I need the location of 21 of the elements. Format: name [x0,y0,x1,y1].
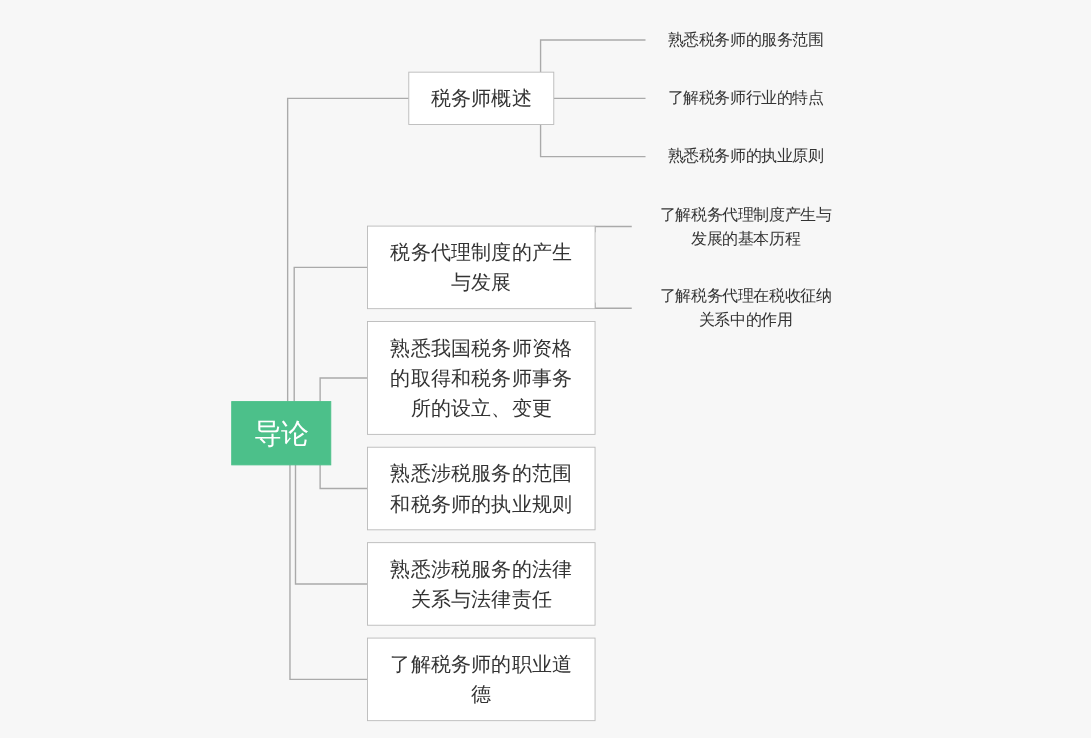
connector [319,464,369,490]
connector [293,266,369,403]
node-box: 熟悉我国税务师资格的取得和税务师事务所的设立、变更 [367,321,596,435]
node-box: 导论 [231,401,332,466]
node-box: 熟悉涉税服务的范围和税务师的执业规则 [367,446,596,531]
node-box: 了解税务师的职业道德 [367,637,596,722]
connector [539,123,647,158]
connector [289,464,369,681]
node-box: 熟悉涉税服务的法律关系与法律责任 [367,542,596,626]
node-box: 税务师概述 [408,71,555,125]
connector [539,39,647,73]
node-box: 税务代理制度的产生与发展 [367,225,596,310]
connector [553,97,647,99]
connector [294,464,369,585]
node-text: 熟悉税务师的服务范围 [667,30,824,49]
node-text: 了解税务师行业的特点 [667,88,824,107]
connector [286,97,410,403]
connector [319,377,369,403]
node-text: 了解税务代理制度产生与发展的基本历程 [659,204,832,247]
node-text: 了解税务代理在税收征纳关系中的作用 [659,286,832,329]
node-text: 熟悉税务师的执业原则 [667,146,824,166]
